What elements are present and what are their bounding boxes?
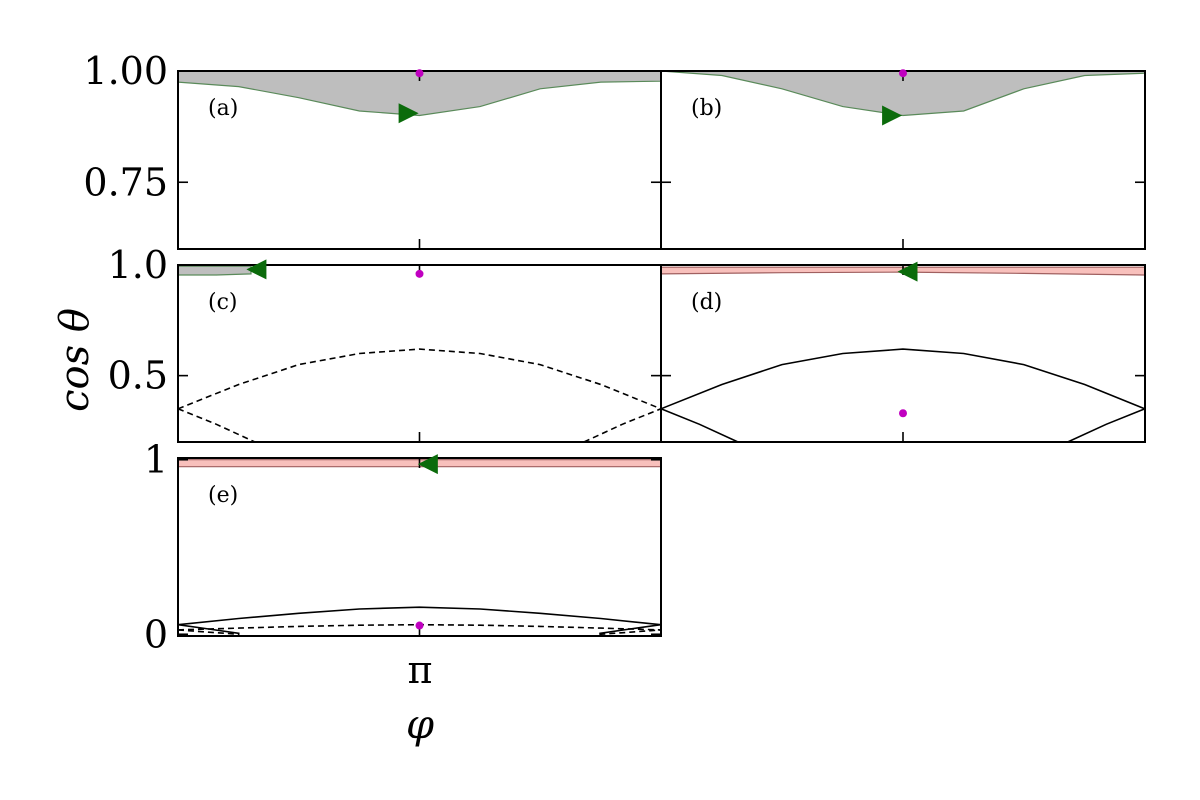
panel-c-ytick-label-1: 0.5 xyxy=(108,354,168,398)
panel-c-label: (c) xyxy=(208,290,238,315)
panel-e-marker-0 xyxy=(417,454,438,475)
panel-d-label: (d) xyxy=(691,290,722,315)
panel-c-curve-2 xyxy=(583,408,661,442)
panel-e-curve-2 xyxy=(178,623,240,635)
panel-b-marker-0 xyxy=(882,105,903,126)
panel-c-marker-0 xyxy=(246,259,267,280)
panel-a-dot-0 xyxy=(415,69,424,78)
panel-d-curve-1 xyxy=(661,408,739,442)
panel-e-curve-5 xyxy=(599,629,661,636)
y-axis-label: cos θ xyxy=(52,308,98,412)
panels: 1.00 0.75 (a) (b) 1.0 0.5 (c) (d) 1 0 (e) xyxy=(83,49,1146,656)
x-tick-label-pi: π xyxy=(408,648,433,692)
panel-e-dot-0 xyxy=(415,621,424,630)
panel-d-curve-2 xyxy=(1067,408,1145,442)
panel-e-curve-0 xyxy=(178,606,661,626)
panel-e-frame xyxy=(177,457,662,637)
panel-a-band xyxy=(178,71,661,117)
panel-b-dot-0 xyxy=(899,69,907,78)
panel-a-label: (a) xyxy=(208,96,238,121)
panel-d-marker-0 xyxy=(897,261,918,282)
panel-c-curve-0 xyxy=(178,348,661,410)
panel-c-curve-1 xyxy=(178,408,256,442)
panel-a: 1.00 0.75 (a) xyxy=(83,49,662,250)
panel-e-ytick-label-0: 1 xyxy=(144,438,168,482)
panel-c-frame xyxy=(177,264,662,443)
panel-e-ytick-label-1: 0 xyxy=(144,612,168,656)
panel-e-label: (e) xyxy=(208,483,238,508)
panel-a-ytick-label-0: 1.00 xyxy=(83,49,168,93)
panel-c-ytick-label-0: 1.0 xyxy=(108,243,168,287)
panel-a-plot-area xyxy=(178,71,661,117)
panel-b-label: (b) xyxy=(691,96,722,121)
panel-c: 1.0 0.5 (c) xyxy=(108,243,662,443)
panel-c-dot-0 xyxy=(415,269,424,278)
panel-a-ytick-label-1: 0.75 xyxy=(83,160,168,204)
panel-d-curve-0 xyxy=(661,348,1145,410)
panel-e-curve-4 xyxy=(178,629,240,636)
panel-a-marker-0 xyxy=(398,103,419,124)
panel-b: (b) xyxy=(660,69,1146,250)
x-axis-label: φ xyxy=(406,702,434,748)
panel-c-plot-area xyxy=(178,265,661,442)
panel-e-curve-3 xyxy=(599,623,661,635)
panel-d: (d) xyxy=(660,261,1146,443)
panel-c-band xyxy=(178,265,252,276)
panel-d-dot-0 xyxy=(899,409,907,418)
panel-e: 1 0 (e) xyxy=(144,438,662,656)
panel-e-plot-area xyxy=(178,459,661,636)
